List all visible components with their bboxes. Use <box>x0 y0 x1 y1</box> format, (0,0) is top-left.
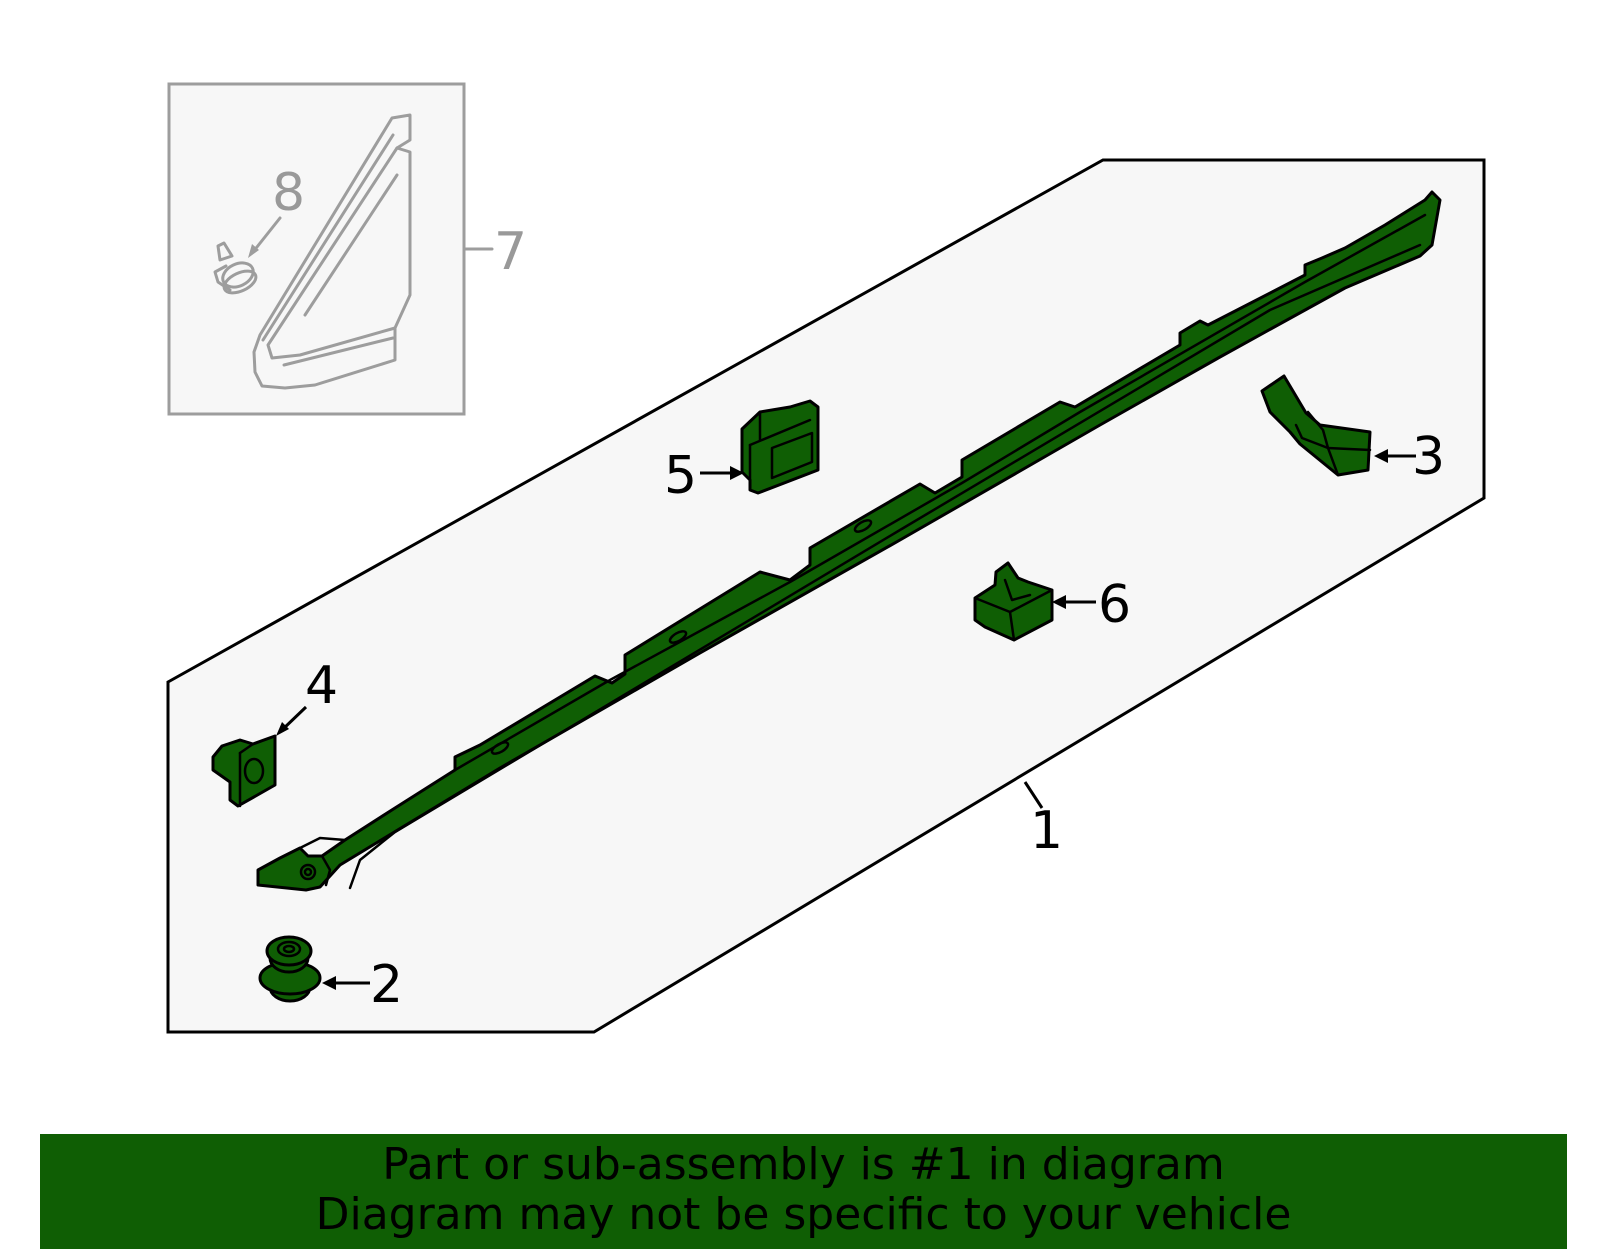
banner-line-1: Part or sub-assembly is #1 in diagram <box>382 1139 1225 1190</box>
part-3-bracket <box>1260 374 1372 477</box>
callout-8: 8 <box>272 163 305 223</box>
leader-8 <box>251 216 282 254</box>
arrow-5 <box>730 466 744 480</box>
callout-2: 2 <box>370 955 403 1015</box>
arrow-3 <box>1374 449 1388 463</box>
callout-3: 3 <box>1412 427 1445 487</box>
part-2-push-clip <box>258 935 322 1003</box>
banner-line-2: Diagram may not be specific to your vehi… <box>315 1189 1292 1240</box>
arrow-6 <box>1052 595 1066 609</box>
arrow-2 <box>322 976 336 990</box>
part-1-rocker-moulding <box>256 190 1442 892</box>
inset-box <box>167 82 466 416</box>
callout-6: 6 <box>1098 575 1131 635</box>
part-7-trim <box>252 113 412 390</box>
leader-1 <box>1023 781 1044 809</box>
callout-7: 7 <box>494 222 527 282</box>
arrow-4 <box>276 722 289 736</box>
part-6-hook-clip <box>973 561 1054 642</box>
callout-1: 1 <box>1030 801 1063 861</box>
callout-5: 5 <box>664 446 697 506</box>
info-banner: Part or sub-assembly is #1 in diagram Di… <box>40 1134 1567 1249</box>
callout-4: 4 <box>305 656 338 716</box>
part-5-block-clip <box>740 399 820 495</box>
part-4-end-clip <box>211 734 277 808</box>
part-8-clip <box>213 241 258 295</box>
arrow-8 <box>248 244 259 258</box>
